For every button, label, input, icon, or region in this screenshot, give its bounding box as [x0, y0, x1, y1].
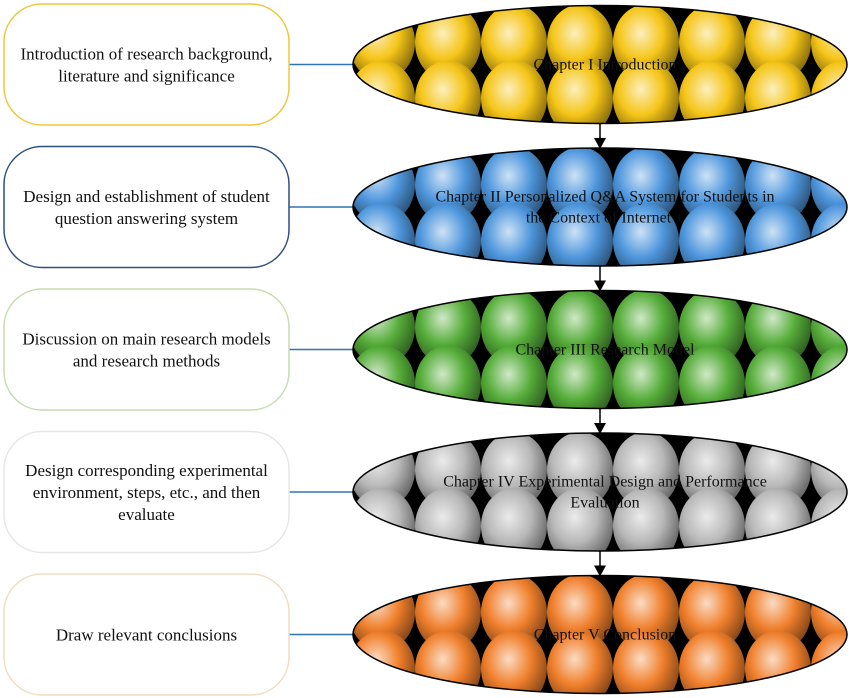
bubble-decoration	[353, 203, 415, 266]
bubble-decoration	[613, 5, 679, 81]
bubble-decoration	[481, 60, 547, 124]
step-description-line: Design and establishment of student	[23, 187, 270, 206]
bubble-decoration	[547, 575, 613, 651]
step-box-outline	[3, 288, 290, 411]
bubble-decoration	[547, 60, 613, 124]
chapter-ellipse: Chapter V Conclusion	[352, 574, 848, 695]
chapter-title-line: Chapter IV Experimental Design and Perfo…	[443, 474, 767, 491]
bubble-decoration	[679, 5, 745, 81]
bubble-decoration	[481, 290, 547, 366]
step-description-text: Discussion on main research models and re…	[22, 330, 270, 371]
bubble-decoration	[613, 630, 679, 694]
bubble-decoration	[613, 488, 679, 551]
chapter-title-line: the Context of Internet +	[526, 210, 684, 227]
bubble-decoration	[481, 203, 547, 266]
step-description-text: Design and establishment of student quest…	[23, 187, 270, 228]
bubble-decoration	[547, 630, 613, 694]
step-box-outline	[3, 573, 290, 696]
flow-arrow	[594, 408, 606, 434]
bubble-decoration	[415, 488, 481, 551]
bubble-decoration	[613, 345, 679, 409]
step-description-box: Draw relevant conclusions	[3, 573, 290, 696]
step-description-line: question answering system	[55, 209, 238, 228]
flow-arrow	[594, 266, 606, 292]
bubble-decoration	[547, 433, 613, 508]
bubble-decoration	[547, 345, 613, 409]
chapter-title: Chapter V Conclusion	[534, 627, 677, 644]
chapter-title-line: Chapter I Introduction	[533, 57, 676, 74]
bubble-decoration	[415, 203, 481, 266]
bubble-decoration	[481, 345, 547, 409]
bubble-decoration	[547, 488, 613, 551]
bubble-decoration	[679, 60, 745, 124]
bubble-decoration	[415, 290, 481, 366]
chapter-ellipse: Chapter I Introduction	[352, 4, 848, 125]
chapter-ellipse: Chapter II Personalized Q&A System for S…	[352, 147, 848, 267]
step-description-line: literature and significance	[58, 67, 235, 86]
bubble-decoration	[415, 575, 481, 651]
step-box-outline	[3, 3, 290, 126]
bubble-decoration	[613, 290, 679, 366]
bubble-decoration	[547, 5, 613, 81]
bubble-decoration	[415, 5, 481, 81]
chapter-title: Chapter II Personalized Q&A System for S…	[435, 189, 774, 227]
step-description-line: evaluate	[118, 505, 175, 524]
bubble-decoration	[481, 488, 547, 551]
bubble-decoration	[481, 5, 547, 81]
step-description-box: Discussion on main research models and re…	[3, 288, 290, 411]
bubble-decoration	[679, 488, 745, 551]
bubble-decoration	[415, 433, 481, 508]
chapter-title-line: Chapter II Personalized Q&A System for S…	[435, 189, 774, 206]
bubble-decoration	[613, 148, 679, 223]
bubble-decoration	[415, 345, 481, 409]
step-description-line: and research methods	[73, 352, 220, 371]
bubble-decoration	[415, 60, 481, 124]
step-description-box: Design and establishment of student quest…	[3, 145, 290, 269]
step-description-line: Draw relevant conclusions	[56, 626, 237, 645]
bubble-decoration	[679, 433, 745, 508]
bubble-decoration	[679, 203, 745, 266]
chapter-title-line: Chapter V Conclusion	[534, 627, 677, 644]
bubble-decoration	[679, 575, 745, 651]
chapter-ellipse: Chapter III Research Model	[352, 289, 848, 410]
bubble-decoration	[679, 290, 745, 366]
step-description-line: Discussion on main research models	[22, 330, 270, 349]
bubble-decoration	[353, 345, 415, 409]
bubble-decoration	[547, 290, 613, 366]
bubble-decoration	[613, 433, 679, 508]
step-description-text: Draw relevant conclusions	[56, 626, 237, 645]
chapter-title-line: Evaluation	[570, 495, 639, 512]
bubble-decoration	[353, 488, 415, 551]
chapter-title: Chapter III Research Model	[515, 342, 695, 359]
bubble-decoration	[679, 148, 745, 223]
step-description-line: Introduction of research background,	[20, 45, 272, 64]
step-box-outline	[3, 145, 290, 269]
step-description-box: Introduction of research background, lite…	[3, 3, 290, 126]
chapter-ellipse: Chapter IV Experimental Design and Perfo…	[352, 432, 848, 552]
bubble-decoration	[415, 148, 481, 223]
step-description-line: environment, steps, etc., and then	[33, 483, 261, 502]
bubble-decoration	[481, 575, 547, 651]
bubble-decoration	[613, 203, 679, 266]
flow-arrow	[594, 123, 606, 149]
bubble-decoration	[481, 630, 547, 694]
chapter-title: Chapter I Introduction	[533, 57, 676, 74]
bubble-decoration	[547, 203, 613, 266]
step-description-box: Design corresponding experimental environ…	[3, 430, 290, 554]
bubble-decoration	[613, 575, 679, 651]
chapter-title-line: Chapter III Research Model	[515, 342, 695, 359]
flow-arrow	[594, 551, 606, 577]
bubble-decoration	[481, 148, 547, 223]
bubble-decoration	[481, 433, 547, 508]
chapter-title: Chapter IV Experimental Design and Perfo…	[443, 474, 767, 512]
step-description-text: Introduction of research background, lite…	[20, 45, 272, 86]
step-description-line: Design corresponding experimental	[25, 461, 268, 480]
step-box-outline	[3, 430, 290, 554]
bubble-decoration	[547, 148, 613, 223]
bubble-decoration	[613, 60, 679, 124]
bubble-decoration	[353, 60, 415, 124]
step-description-text: Design corresponding experimental environ…	[25, 461, 268, 524]
